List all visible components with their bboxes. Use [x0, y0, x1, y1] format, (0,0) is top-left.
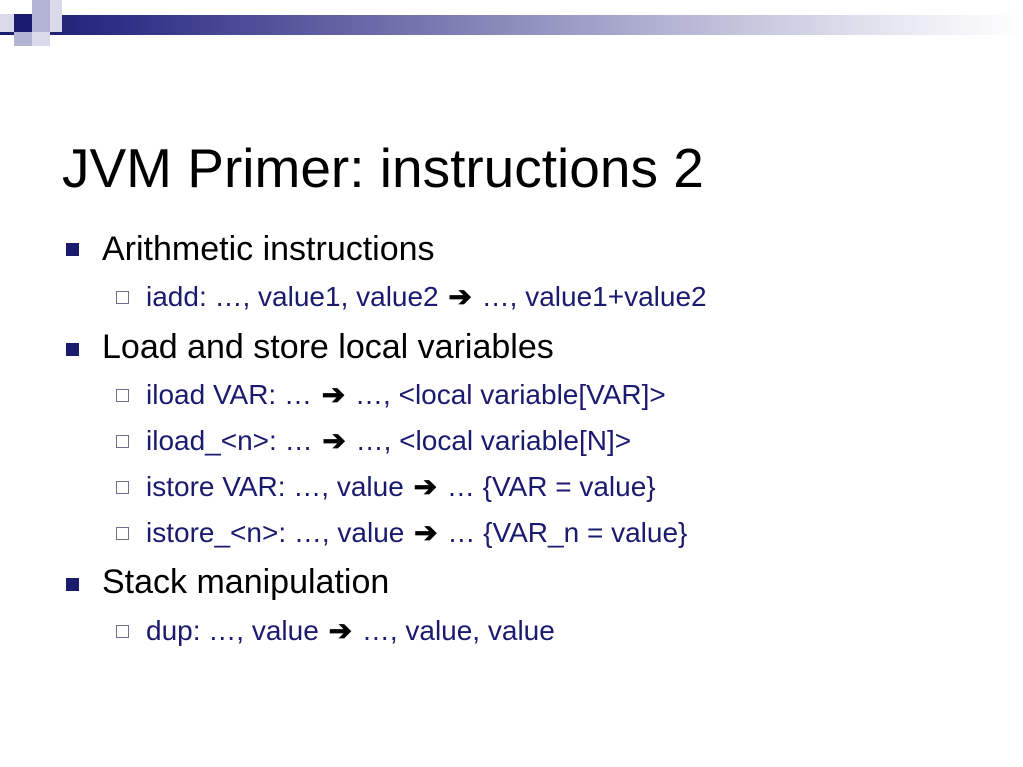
bullet-square-icon	[66, 578, 79, 591]
sub-bullet-box-icon	[116, 527, 129, 540]
sub-item-before: iadd: …, value1, value2	[146, 281, 439, 312]
sub-item-after: …, value, value	[361, 615, 555, 646]
header-gradient-bar	[0, 15, 1023, 35]
sub-item-before: istore_<n>: …, value	[146, 517, 405, 548]
bullet-item-stack: Stack manipulation	[102, 563, 390, 601]
header-square-navy	[14, 14, 32, 32]
bullet-square-icon	[66, 343, 79, 356]
sub-item-iadd: iadd: …, value1, value2 ➔ …, value1+valu…	[146, 280, 707, 314]
arrow-right-icon: ➔	[413, 471, 438, 502]
sub-item-before: dup: …, value	[146, 615, 319, 646]
arrow-right-icon: ➔	[322, 425, 346, 456]
header-square-lavender-bottom	[14, 32, 32, 46]
header-square-light-top	[50, 0, 62, 14]
header-square-lavender	[32, 14, 50, 32]
arrow-right-icon: ➔	[321, 379, 346, 410]
sub-bullet-box-icon	[116, 481, 129, 494]
header-square-light-left	[0, 14, 14, 32]
sub-item-after: … {VAR_n = value}	[447, 517, 688, 548]
arrow-right-icon: ➔	[414, 517, 438, 548]
sub-item-after: …, <local variable[N]>	[355, 425, 632, 456]
sub-bullet-box-icon	[116, 291, 129, 304]
arrow-right-icon: ➔	[328, 615, 353, 646]
bullet-item-load-store: Load and store local variables	[102, 328, 554, 366]
header-square-lavender-top	[32, 0, 50, 14]
sub-item-before: iload VAR: …	[146, 379, 312, 410]
sub-item-before: istore VAR: …, value	[146, 471, 404, 502]
arrow-right-icon: ➔	[448, 281, 472, 312]
header-square-light	[50, 14, 62, 32]
sub-bullet-box-icon	[116, 625, 129, 638]
sub-item-istore: istore VAR: …, value ➔ … {VAR = value}	[146, 470, 656, 504]
sub-item-after: …, value1+value2	[481, 281, 707, 312]
bullet-item-arithmetic: Arithmetic instructions	[102, 230, 435, 268]
header-square-light-bottom	[32, 32, 50, 46]
slide-title: JVM Primer: instructions 2	[62, 136, 704, 199]
sub-item-before: iload_<n>: …	[146, 425, 313, 456]
sub-item-iload: iload VAR: … ➔ …, <local variable[VAR]>	[146, 378, 666, 412]
sub-item-after: …, <local variable[VAR]>	[355, 379, 666, 410]
sub-item-istore-n: istore_<n>: …, value ➔ … {VAR_n = value}	[146, 516, 687, 550]
sub-bullet-box-icon	[116, 389, 129, 402]
sub-item-dup: dup: …, value ➔ …, value, value	[146, 614, 555, 648]
bullet-square-icon	[66, 243, 79, 256]
sub-item-after: … {VAR = value}	[446, 471, 656, 502]
sub-item-iload-n: iload_<n>: … ➔ …, <local variable[N]>	[146, 424, 631, 458]
sub-bullet-box-icon	[116, 435, 129, 448]
